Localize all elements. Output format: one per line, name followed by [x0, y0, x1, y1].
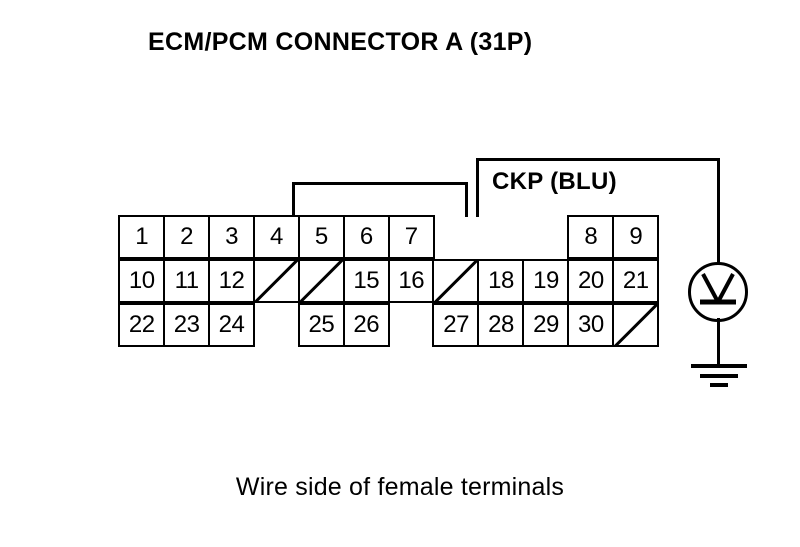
diagonal-slash-icon: [255, 261, 298, 301]
connector-terminal-29[interactable]: 29: [522, 303, 570, 347]
ground-icon-bar-2: [700, 374, 738, 378]
ckp-wire-label: CKP (BLU): [492, 168, 617, 195]
connector-terminal-5[interactable]: 5: [297, 215, 346, 259]
connector-terminal-30[interactable]: 30: [567, 303, 615, 347]
connector-terminal-25[interactable]: 25: [297, 303, 346, 347]
ckp-wire-segment-horizontal: [476, 158, 720, 161]
diagram-caption: Wire side of female terminals: [235, 473, 565, 501]
diagonal-slash-icon: [614, 305, 657, 345]
connector-terminal-10[interactable]: 10: [118, 259, 166, 303]
connector-terminal-7[interactable]: 7: [387, 215, 435, 259]
diagonal-slash-icon: [300, 261, 343, 301]
connector-terminal-27[interactable]: 27: [432, 303, 480, 347]
connector-terminal-21[interactable]: 21: [612, 259, 660, 303]
connector-cell-empty: [432, 215, 479, 259]
connector-cell-empty: [522, 215, 569, 259]
connector-cell-empty: [388, 303, 435, 347]
ground-icon-bar-3: [710, 383, 728, 387]
connector-cell-empty: [253, 303, 300, 347]
connector-terminal-12[interactable]: 12: [207, 259, 256, 303]
ckp-wire-segment-vertical-left: [476, 158, 479, 217]
connector-terminal-24[interactable]: 24: [207, 303, 256, 347]
connector-terminal-2[interactable]: 2: [162, 215, 211, 259]
connector-terminal-26[interactable]: 26: [342, 303, 390, 347]
connector-cell-empty: [477, 215, 524, 259]
terminal-bracket: [292, 182, 468, 217]
connector-terminal-28[interactable]: 28: [477, 303, 525, 347]
connector-terminal-6[interactable]: 6: [342, 215, 390, 259]
connector-terminal-8[interactable]: 8: [567, 215, 615, 259]
connector-terminal-1[interactable]: 1: [118, 215, 166, 259]
ground-icon-bar-1: [691, 364, 747, 368]
connector-terminal-19[interactable]: 19: [522, 259, 570, 303]
connector-terminal-20[interactable]: 20: [567, 259, 615, 303]
ckp-sensor-icon: [700, 273, 736, 305]
ckp-wire-segment-vertical-right: [717, 158, 720, 268]
connector-cell-unused: [612, 303, 660, 347]
page-title: ECM/PCM CONNECTOR A (31P): [148, 28, 533, 56]
sensor-ground-wire: [717, 318, 720, 366]
connector-terminal-9[interactable]: 9: [612, 215, 660, 259]
connector-terminal-3[interactable]: 3: [207, 215, 256, 259]
connector-cell-unused: [432, 259, 480, 303]
ckp-sensor-circle: [688, 262, 748, 322]
connector-terminal-23[interactable]: 23: [162, 303, 211, 347]
diagonal-slash-icon: [434, 261, 477, 301]
connector-terminal-15[interactable]: 15: [342, 259, 390, 303]
connector-cell-unused: [297, 259, 346, 303]
connector-terminal-16[interactable]: 16: [387, 259, 435, 303]
connector-terminal-4[interactable]: 4: [252, 215, 301, 259]
connector-terminal-18[interactable]: 18: [477, 259, 525, 303]
connector-terminal-11[interactable]: 11: [162, 259, 211, 303]
connector-cell-unused: [252, 259, 301, 303]
connector-terminal-22[interactable]: 22: [118, 303, 166, 347]
